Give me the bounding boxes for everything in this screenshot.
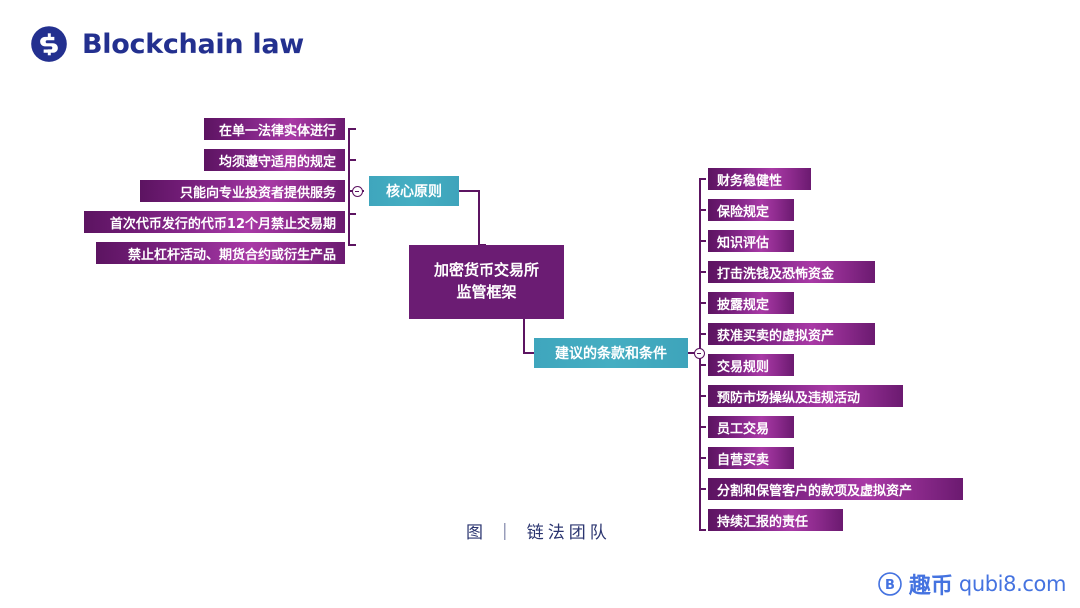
collapse-toggle-proposed-terms[interactable] bbox=[694, 348, 705, 359]
figure-credit: 图 ｜ 链法团队 bbox=[466, 523, 611, 543]
leaf-node[interactable]: 知识评估 bbox=[708, 230, 794, 252]
watermark-url: qubi8.com bbox=[958, 572, 1066, 596]
leaf-node[interactable]: 预防市场操纵及违规活动 bbox=[708, 385, 903, 407]
leaf-node[interactable]: 分割和保管客户的款项及虚拟资产 bbox=[708, 478, 963, 500]
branch-node-proposed-terms[interactable]: 建议的条款和条件 bbox=[534, 338, 688, 368]
root-node[interactable]: 加密货币交易所 监管框架 bbox=[409, 245, 564, 319]
leaf-node[interactable]: 交易规则 bbox=[708, 354, 794, 376]
leaf-node[interactable]: 均须遵守适用的规定 bbox=[204, 149, 345, 171]
leaf-node[interactable]: 财务稳健性 bbox=[708, 168, 811, 190]
root-line-1: 加密货币交易所 bbox=[433, 261, 539, 280]
watermark-cn-label: 趣币 bbox=[908, 574, 953, 599]
leaf-node[interactable]: 保险规定 bbox=[708, 199, 794, 221]
circled-b-icon: B bbox=[878, 572, 902, 596]
blockchain-circle-logo-icon bbox=[31, 26, 67, 62]
leaf-node[interactable]: 自营买卖 bbox=[708, 447, 794, 469]
branch-node-core-principles[interactable]: 核心原则 bbox=[369, 176, 459, 206]
leaf-node[interactable]: 禁止杠杆活动、期货合约或衍生产品 bbox=[96, 242, 345, 264]
leaf-node[interactable]: 披露规定 bbox=[708, 292, 794, 314]
svg-text:B: B bbox=[885, 578, 895, 593]
brand-header: Blockchain law bbox=[30, 25, 304, 63]
leaf-node[interactable]: 员工交易 bbox=[708, 416, 794, 438]
collapse-toggle-core-principles[interactable] bbox=[352, 186, 363, 197]
brand-title: Blockchain law bbox=[82, 28, 304, 60]
leaf-node[interactable]: 获准买卖的虚拟资产 bbox=[708, 323, 875, 345]
leaf-node[interactable]: 打击洗钱及恐怖资金 bbox=[708, 261, 875, 283]
site-watermark: B 趣币 qubi8.com bbox=[877, 568, 1066, 600]
leaf-node[interactable]: 只能向专业投资者提供服务 bbox=[140, 180, 345, 202]
root-line-2: 监管框架 bbox=[456, 283, 517, 301]
leaf-node[interactable]: 首次代币发行的代币12个月禁止交易期 bbox=[84, 211, 345, 233]
leaf-node[interactable]: 持续汇报的责任 bbox=[708, 509, 843, 531]
leaf-node[interactable]: 在单一法律实体进行 bbox=[204, 118, 345, 140]
